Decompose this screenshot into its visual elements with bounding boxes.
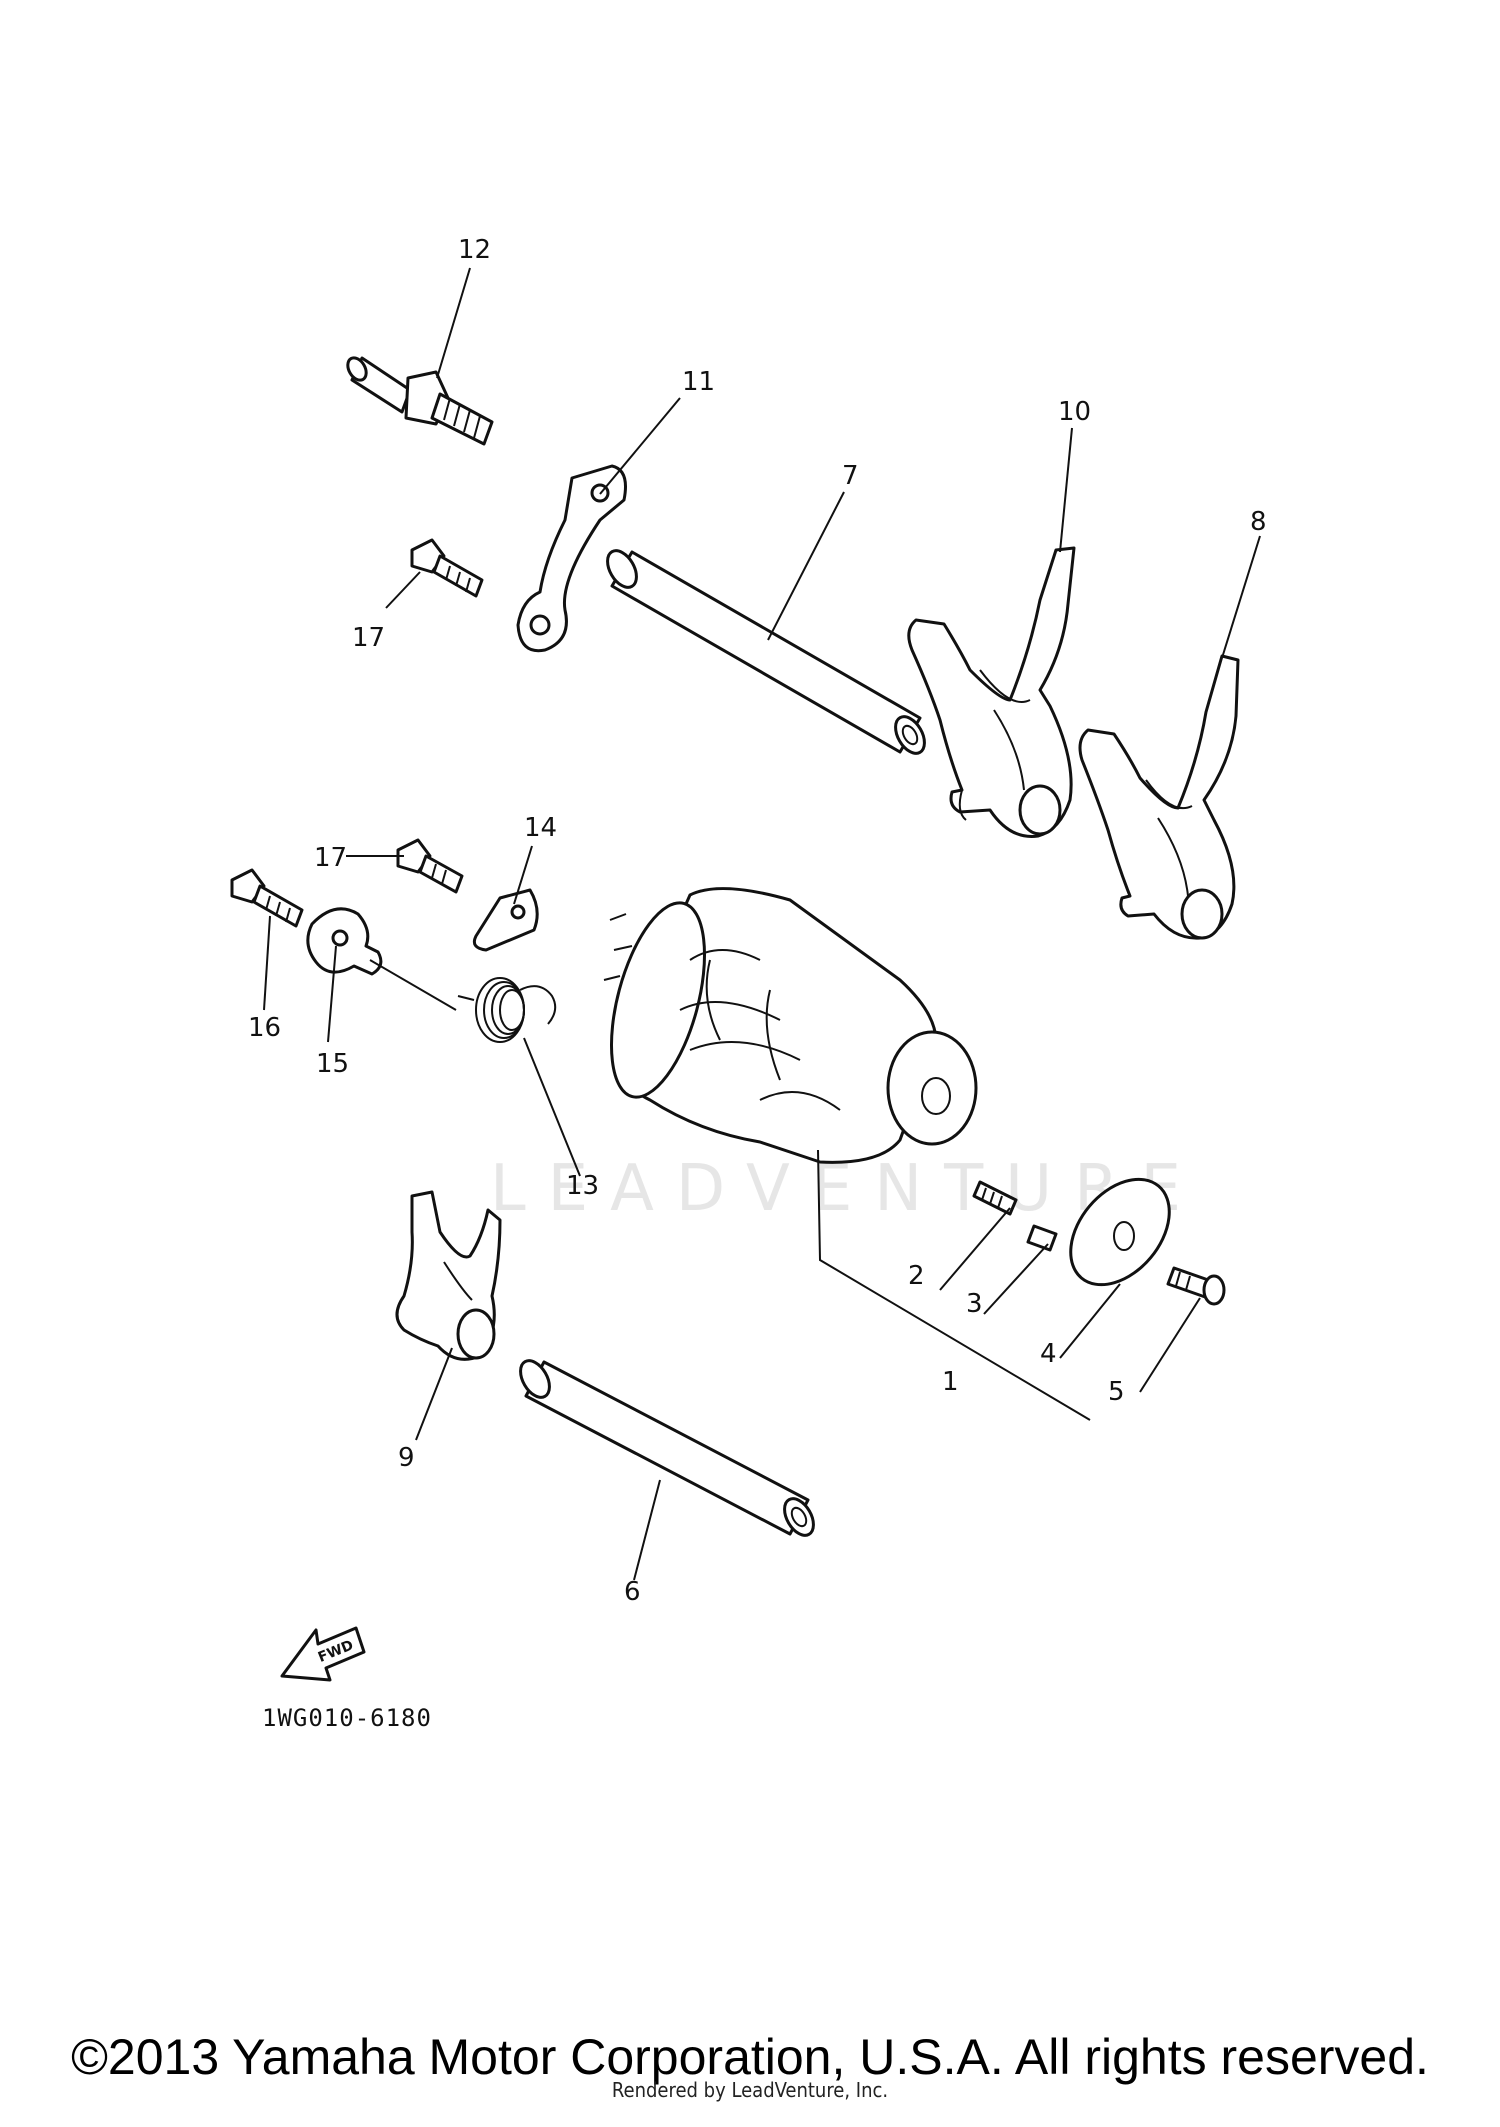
part-15-stopper-lever[interactable] — [306, 907, 383, 976]
callout-4: 4 — [1040, 1339, 1057, 1369]
callout-9: 9 — [398, 1443, 415, 1473]
callout-10: 10 — [1058, 397, 1091, 427]
part-4-washer[interactable] — [1051, 1160, 1189, 1303]
callout-1: 1 — [942, 1367, 959, 1397]
callout-11: 11 — [682, 367, 715, 397]
callout-17-upper: 17 — [352, 623, 385, 653]
callout-6: 6 — [624, 1577, 641, 1607]
part-5-screw[interactable] — [1166, 1266, 1226, 1306]
copyright-notice: ©2013 Yamaha Motor Corporation, U.S.A. A… — [71, 2029, 1429, 2085]
callout-13: 13 — [566, 1171, 599, 1201]
part-16-bolt[interactable] — [230, 868, 304, 928]
part-17-bolt-lower[interactable] — [396, 838, 464, 894]
callout-2: 2 — [908, 1261, 925, 1291]
callout-7: 7 — [842, 461, 859, 491]
part-17-bolt-upper[interactable] — [410, 538, 484, 598]
part-9-shift-fork[interactable] — [395, 1190, 502, 1361]
callout-14: 14 — [524, 813, 557, 843]
part-12-stud-bolt[interactable] — [344, 355, 494, 446]
leader-lines — [263, 267, 1261, 1581]
part-7-guide-bar[interactable] — [602, 546, 931, 759]
watermark: LEADVENTURE — [490, 1152, 1203, 1226]
part-13-torsion-spring[interactable] — [457, 977, 557, 1043]
part-3-dowel-pin[interactable] — [1026, 1224, 1058, 1252]
callout-5: 5 — [1108, 1377, 1125, 1407]
callout-8: 8 — [1250, 507, 1267, 537]
fwd-arrow-icon: FWD — [280, 1626, 366, 1682]
callout-12: 12 — [458, 235, 491, 265]
diagram-code: 1WG010-6180 — [262, 1704, 432, 1732]
callout-16: 16 — [248, 1013, 281, 1043]
callout-3: 3 — [966, 1289, 983, 1319]
part-11-bracket[interactable] — [516, 464, 627, 653]
part-8-shift-fork[interactable] — [1078, 654, 1240, 940]
callout-17-lower: 17 — [314, 843, 347, 873]
part-1-shift-drum[interactable] — [593, 887, 978, 1164]
callout-labels: 12 11 7 10 8 17 14 17 16 15 13 2 3 4 1 5… — [248, 235, 1267, 1607]
rendered-by-credit: Rendered by LeadVenture, Inc. — [611, 2078, 889, 2102]
part-6-guide-bar[interactable] — [515, 1356, 820, 1541]
part-14-plate[interactable] — [472, 888, 539, 952]
callout-15: 15 — [316, 1049, 349, 1079]
part-2-pin[interactable] — [972, 1180, 1018, 1216]
part-10-shift-fork[interactable] — [907, 546, 1076, 838]
